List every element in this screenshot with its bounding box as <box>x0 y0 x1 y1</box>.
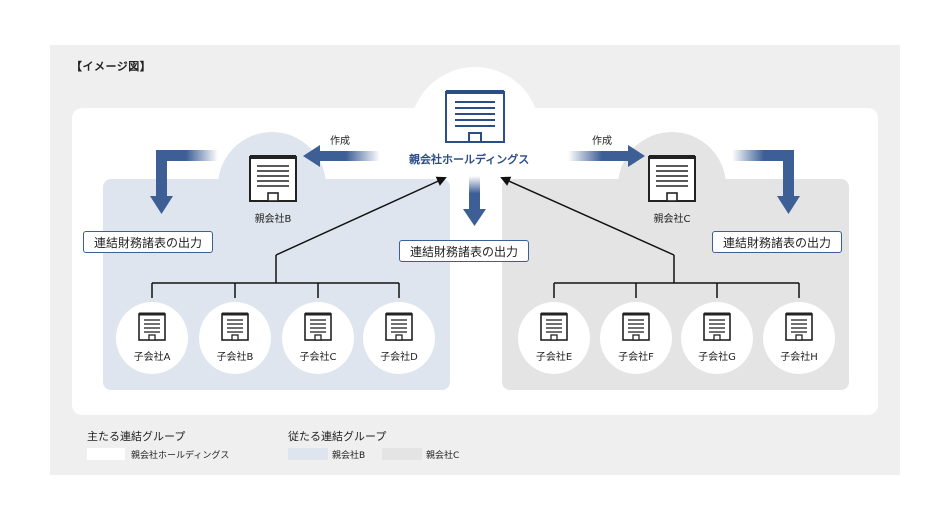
building-icon <box>138 312 166 341</box>
legend-main-title: 主たる連結グループ <box>87 430 186 443</box>
building-icon <box>304 312 332 341</box>
subsidiary-label: 子会社E <box>535 352 573 363</box>
subsidiary-list <box>116 302 835 374</box>
output-label-holding: 連結財務諸表の出力 <box>399 240 530 262</box>
section-label: 【イメージ図】 <box>71 60 152 73</box>
subsidiary-node <box>681 302 753 374</box>
subsidiary-node <box>763 302 835 374</box>
legend-main-swatch <box>87 448 125 460</box>
subsidiary-node <box>282 302 354 374</box>
parent-c-building-icon <box>648 155 696 202</box>
subsidiary-label: 子会社G <box>698 352 736 363</box>
subsidiary-node <box>518 302 590 374</box>
subsidiary-node <box>600 302 672 374</box>
output-arrow-holding-icon <box>463 176 486 226</box>
legend-item-c: 親会社C <box>426 451 460 461</box>
parent-b-building-icon <box>249 155 297 202</box>
building-icon <box>385 312 413 341</box>
output-arrow-b-icon <box>150 150 218 214</box>
legend-swatch-c <box>382 448 422 460</box>
subsidiary-label: 子会社H <box>780 352 818 363</box>
subsidiary-label: 子会社C <box>299 352 337 363</box>
parent-c-label: 親会社C <box>653 214 691 225</box>
holding-building-icon <box>445 90 505 143</box>
subsidiary-node <box>363 302 435 374</box>
subsidiary-label: 子会社F <box>618 352 654 363</box>
subsidiary-label: 子会社D <box>380 352 418 363</box>
connector-tree-c <box>500 176 800 298</box>
subsidiary-node <box>116 302 188 374</box>
legend-sub-title: 従たる連結グループ <box>288 430 387 443</box>
subsidiary-label: 子会社A <box>133 352 171 363</box>
legend-swatch-b <box>288 448 328 460</box>
building-icon <box>703 312 731 341</box>
create-arrow-b-icon <box>303 145 380 167</box>
building-icon <box>622 312 650 341</box>
subsidiary-label: 子会社B <box>216 352 254 363</box>
legend-item-b: 親会社B <box>332 451 366 461</box>
output-label-c: 連結財務諸表の出力 <box>712 231 843 253</box>
legend-main-item: 親会社ホールディングス <box>131 451 230 461</box>
subsidiary-node <box>199 302 271 374</box>
parent-b-label: 親会社B <box>254 214 292 225</box>
building-icon <box>221 312 249 341</box>
output-arrow-c-icon <box>732 150 800 214</box>
create-label-c: 作成 <box>592 136 612 147</box>
holding-label: 親会社ホールディングス <box>409 153 530 166</box>
connector-tree-b <box>151 176 447 298</box>
create-arrow-c-icon <box>568 145 645 167</box>
building-icon <box>785 312 813 341</box>
create-label-b: 作成 <box>330 136 350 147</box>
building-icon <box>540 312 568 341</box>
output-label-b: 連結財務諸表の出力 <box>83 231 214 253</box>
